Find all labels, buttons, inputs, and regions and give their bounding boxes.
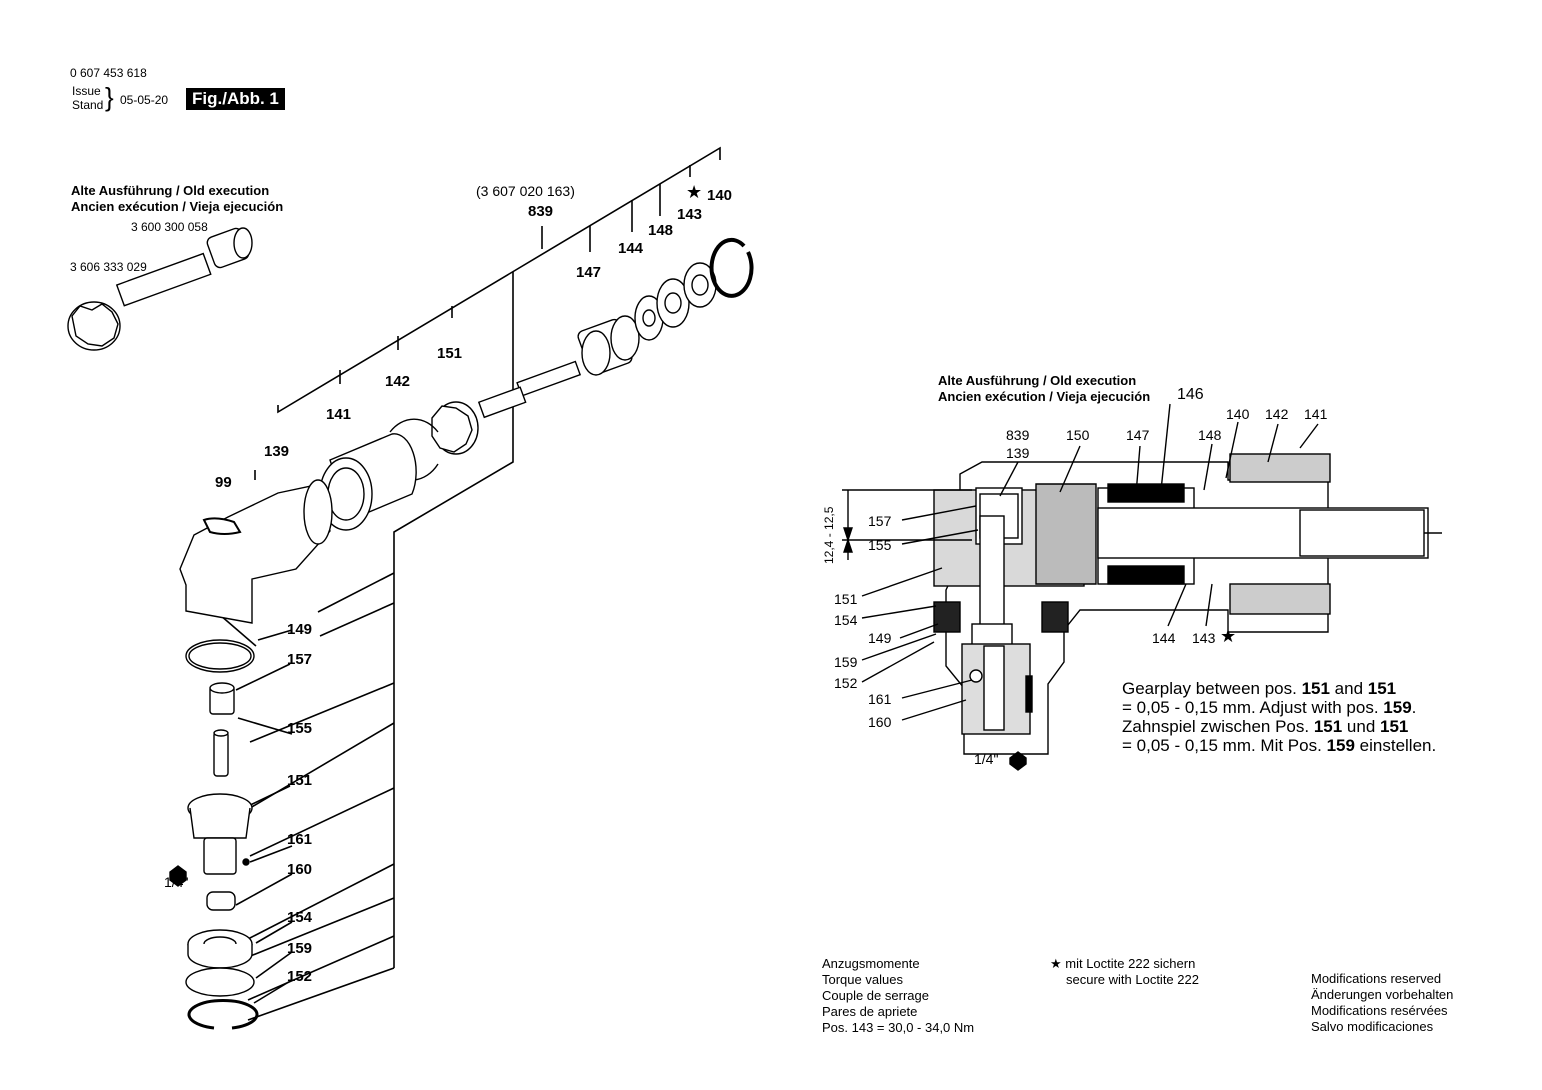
figure-label: Fig./Abb. 1 — [186, 88, 285, 110]
callout-r-140: 140 — [1226, 406, 1250, 422]
gearplay-note: Gearplay between pos. 151 and 151 = 0,05… — [1122, 679, 1436, 755]
brace: } — [105, 82, 114, 112]
shaft-parts — [169, 237, 754, 1030]
callout-r-839: 839 — [1006, 427, 1030, 443]
dimension-label: 12,4 - 12,5 — [822, 506, 836, 564]
old-execution-line1-right: Alte Ausführung / Old execution — [938, 373, 1137, 388]
issue-date: 05-05-20 — [120, 93, 169, 107]
gearplay-line3: Zahnspiel zwischen Pos. 151 und 151 — [1122, 717, 1409, 736]
leader-main-line — [277, 146, 721, 414]
callout-154: 154 — [287, 909, 313, 926]
issue-stand-label: Issue Stand — [72, 84, 103, 112]
callout-r-160: 160 — [868, 714, 892, 730]
callout-152: 152 — [287, 968, 313, 985]
callout-161: 161 — [287, 831, 313, 848]
callout-839: 839 — [528, 203, 554, 220]
old-part-gear: 3 606 333 029 — [70, 260, 147, 274]
callout-r-147: 147 — [1126, 427, 1150, 443]
callout-r-146: 146 — [1177, 386, 1204, 403]
gearplay-line2: = 0,05 - 0,15 mm. Adjust with pos. 159. — [1122, 698, 1417, 717]
old-pinion-shaft — [67, 227, 253, 351]
old-execution-line2: Ancien exécution / Vieja ejecución — [71, 199, 284, 214]
callout-r-150: 150 — [1066, 427, 1090, 443]
callout-99: 99 — [215, 474, 232, 491]
callout-144: 144 — [618, 240, 644, 257]
loctite-star-icon: ★ — [686, 182, 703, 202]
old-execution-line1: Alte Ausführung / Old execution — [71, 183, 270, 198]
callout-141: 141 — [326, 406, 352, 423]
old-part-sleeve: 3 600 300 058 — [131, 220, 208, 234]
callout-r-141: 141 — [1304, 406, 1328, 422]
loctite-note: ★ mit Loctite 222 sichern secure with Lo… — [1050, 956, 1199, 987]
callout-151-top: 151 — [437, 345, 463, 362]
hex-size-right: 1/4" — [974, 751, 999, 767]
callout-r-155: 155 — [868, 537, 892, 553]
callout-157: 157 — [287, 651, 313, 668]
callout-139: 139 — [264, 443, 290, 460]
callout-r-144: 144 — [1152, 630, 1176, 646]
callout-r-157: 157 — [868, 513, 892, 529]
kit-number: (3 607 020 163) — [476, 183, 575, 199]
part-number: 0 607 453 618 — [70, 66, 147, 80]
callout-r-159: 159 — [834, 654, 858, 670]
modifications-note: Modifications reserved Änderungen vorbeh… — [1311, 971, 1454, 1034]
callout-r-154: 154 — [834, 612, 858, 628]
callout-159: 159 — [287, 940, 313, 957]
callout-155: 155 — [287, 720, 313, 737]
old-execution-title: Alte Ausführung / Old execution Ancien e… — [71, 183, 283, 215]
loctite-star-right-icon: ★ — [1220, 626, 1237, 646]
torque-values: Anzugsmomente Torque values Couple de se… — [822, 956, 975, 1035]
sectional-view — [842, 403, 1442, 771]
callout-143: 143 — [677, 206, 703, 223]
callout-160: 160 — [287, 861, 313, 878]
stand-label: Stand — [72, 98, 104, 112]
callout-142: 142 — [385, 373, 411, 390]
callout-r-152: 152 — [834, 675, 858, 691]
callout-r-139: 139 — [1006, 445, 1030, 461]
callout-151-bottom: 151 — [287, 772, 313, 789]
hex-size-left: 1/4" — [164, 874, 189, 890]
gearplay-line4: = 0,05 - 0,15 mm. Mit Pos. 159 einstelle… — [1122, 736, 1437, 755]
old-execution-title-right: Alte Ausführung / Old execution Ancien e… — [938, 373, 1150, 405]
callout-148: 148 — [648, 222, 674, 239]
issue-label: Issue — [72, 84, 101, 98]
callout-147: 147 — [576, 264, 602, 281]
callout-r-142: 142 — [1265, 406, 1289, 422]
callout-r-161: 161 — [868, 691, 892, 707]
callout-r-149: 149 — [868, 630, 892, 646]
callout-140: 140 — [707, 187, 733, 204]
gearplay-line1: Gearplay between pos. 151 and 151 — [1122, 679, 1397, 698]
callout-r-148: 148 — [1198, 427, 1222, 443]
callout-r-151: 151 — [834, 591, 858, 607]
old-execution-line2-right: Ancien exécution / Vieja ejecución — [938, 389, 1151, 404]
callout-r-143: 143 — [1192, 630, 1216, 646]
leader-vertical-line — [393, 272, 514, 968]
callout-149: 149 — [287, 621, 313, 638]
